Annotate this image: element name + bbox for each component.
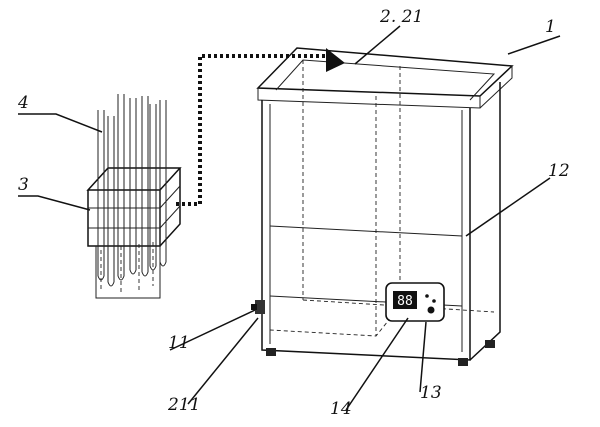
tank-lid-rim [256,47,514,97]
tube-rack [86,94,182,299]
reference-labels: 1 2. 21 4 3 12 11 211 14 13 [17,7,570,419]
control-module: 88 [385,282,445,322]
digital-display [393,291,417,309]
tank-opening [275,59,496,101]
indicator-dot-2 [432,299,436,303]
foot-right [458,358,468,366]
control-panel-region [269,225,463,352]
indicator-dot-1 [425,294,429,298]
label-211: 211 [167,395,200,415]
label-13: 13 [420,383,442,403]
arrow-head-icon [326,48,345,72]
label-3: 3 [18,175,29,195]
test-tubes [97,94,167,292]
label-11: 11 [168,333,190,353]
label-2-21: 2. 21 [379,7,423,27]
display-readout: 88 [397,294,413,309]
foot-left [266,348,276,356]
label-4: 4 [17,93,29,113]
tank-side-face [469,82,501,361]
label-12: 12 [548,161,570,181]
control-knob-icon [427,306,435,314]
transfer-path [176,48,345,206]
drain-valve-icon [251,300,265,314]
foot-back [485,340,495,348]
ultrasonic-tank [251,47,514,366]
inner-basin [269,60,401,337]
label-14: 14 [330,399,352,419]
leader-lines [18,25,561,411]
label-1: 1 [545,17,556,37]
